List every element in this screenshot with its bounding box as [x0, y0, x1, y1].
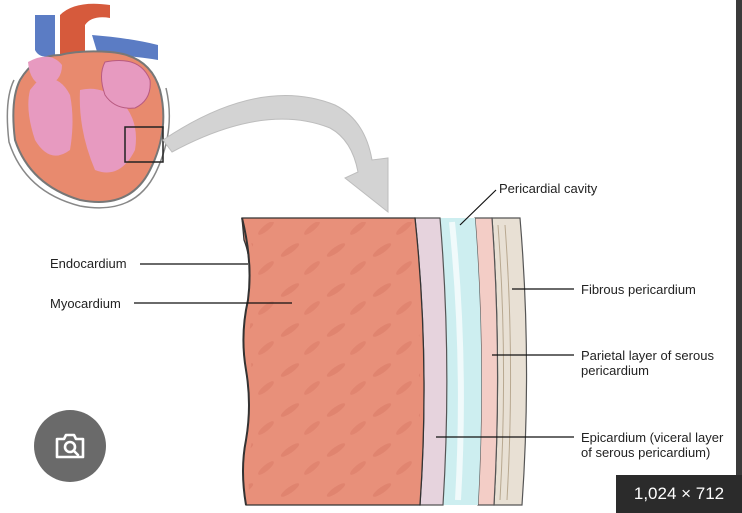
zoom-box	[124, 126, 164, 163]
cavity-highlight	[449, 221, 464, 501]
endocardium-edge	[241, 217, 251, 506]
fibrous-fiber-1	[497, 224, 505, 501]
right-atrium	[28, 56, 62, 86]
right-ventricle	[28, 77, 73, 156]
heart-illustration	[6, 3, 171, 209]
label-endocardium: Endocardium	[50, 256, 127, 271]
left-ventricle	[79, 88, 136, 173]
label-fibrous-pericardium: Fibrous pericardium	[581, 282, 696, 297]
zoom-arrow	[162, 95, 389, 214]
leader-pericardial-cavity	[459, 189, 497, 226]
label-epicardium-line1: Epicardium (viceral layer	[581, 430, 724, 445]
camera-search-icon	[55, 433, 85, 459]
label-myocardium: Myocardium	[50, 296, 121, 311]
myocardium-texture	[248, 222, 421, 501]
label-epicardium-line2: of serous pericardium)	[581, 445, 711, 460]
fibrous-fiber-2	[504, 224, 512, 501]
image-size-badge: 1,024 × 712	[616, 475, 742, 513]
pericardium-line	[6, 79, 171, 209]
left-atrium	[101, 60, 151, 109]
label-pericardial-cavity: Pericardial cavity	[499, 181, 598, 196]
right-edge	[736, 0, 742, 513]
label-parietal-line2: pericardium	[581, 363, 649, 378]
lens-search-button[interactable]	[34, 410, 106, 482]
superior-vena-cava	[35, 15, 55, 57]
label-parietal-line1: Parietal layer of serous	[581, 348, 714, 363]
